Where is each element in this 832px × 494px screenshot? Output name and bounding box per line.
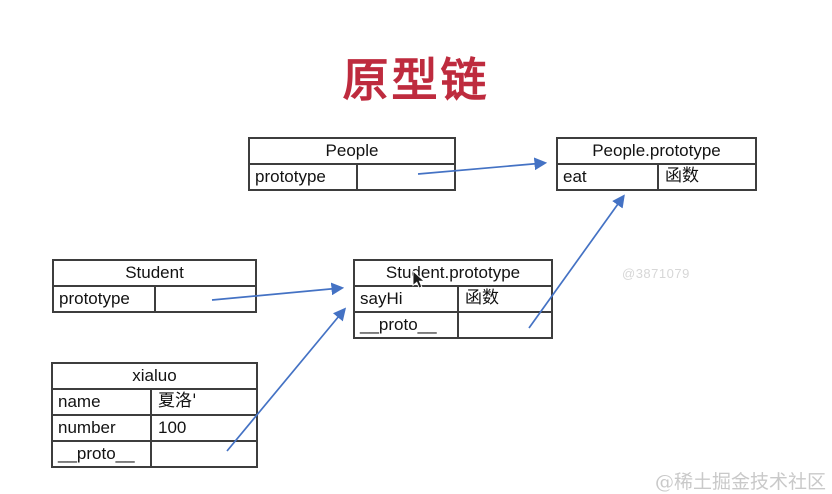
mouse-cursor-icon [412, 270, 426, 289]
table-student-prototype: Student.prototype sayHi 函数 __proto__ [353, 259, 553, 339]
table-cell-key: sayHi [360, 289, 403, 308]
page-title: 原型链 [342, 53, 490, 107]
table-cell-value: 函数 [657, 165, 755, 189]
table-cell-key: __proto__ [360, 315, 437, 334]
table-student: Student prototype [52, 259, 257, 313]
table-cell-key: eat [563, 167, 587, 186]
table-xialuo: xialuo name 夏洛' number 100 __proto__ [51, 362, 258, 468]
table-row: prototype [250, 165, 454, 189]
table-cell-value [457, 313, 551, 337]
watermark-id: @3871079 [622, 266, 690, 281]
table-student-prototype-title: Student.prototype [355, 261, 551, 287]
table-cell-value [356, 165, 454, 189]
table-people-prototype: People.prototype eat 函数 [556, 137, 757, 191]
table-xialuo-title: xialuo [53, 364, 256, 390]
table-row: number 100 [53, 414, 256, 440]
table-people: People prototype [248, 137, 456, 191]
table-row: eat 函数 [558, 165, 755, 189]
table-cell-key: __proto__ [58, 444, 135, 463]
table-row: name 夏洛' [53, 390, 256, 414]
table-cell-key: prototype [59, 289, 130, 308]
table-row: __proto__ [355, 311, 551, 337]
table-row: sayHi 函数 [355, 287, 551, 311]
table-cell-key: name [58, 392, 101, 411]
table-cell-key: number [58, 418, 116, 437]
table-people-title: People [250, 139, 454, 165]
table-cell-value: 夏洛' [150, 390, 256, 414]
watermark-community: @稀土掘金技术社区 [654, 471, 826, 493]
table-cell-value: 100 [150, 416, 256, 440]
table-row: prototype [54, 287, 255, 311]
table-cell-key: prototype [255, 167, 326, 186]
table-cell-value: 函数 [457, 287, 551, 311]
table-people-prototype-title: People.prototype [558, 139, 755, 165]
table-row: __proto__ [53, 440, 256, 466]
table-cell-value [150, 442, 256, 466]
table-cell-value [154, 287, 255, 311]
table-student-title: Student [54, 261, 255, 287]
